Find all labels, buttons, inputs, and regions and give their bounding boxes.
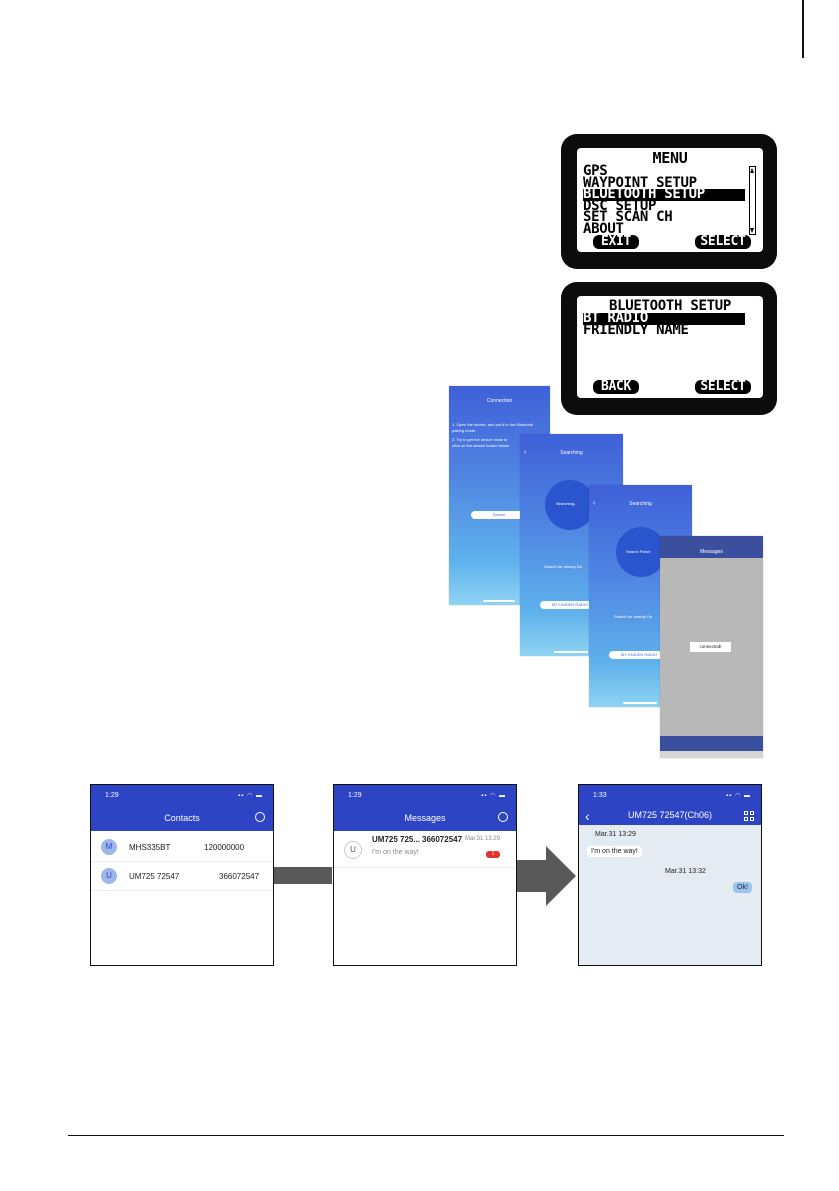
phone-search-hint: Search for nearby De [614, 614, 653, 619]
phone-search-hint: Search for nearby De [544, 564, 583, 569]
avatar: U [344, 841, 362, 859]
home-indicator [554, 651, 588, 653]
flow-arrow-body [272, 867, 332, 884]
signal-wifi-battery-icon: ▪▪ ◠ ▬ [481, 793, 506, 799]
searching-circle-label: Searching... [556, 501, 578, 506]
phone-connection-title: Connection [486, 398, 513, 404]
app-title: Messages [404, 813, 446, 823]
app-header: 1:29 ▪▪ ◠ ▬ Contacts [91, 785, 273, 831]
lcd-exit-button[interactable]: EXIT [593, 235, 639, 249]
lcd-menu-title: MENU [652, 149, 688, 167]
status-time: 1:29 [348, 792, 362, 799]
top-vertical-rule [802, 0, 804, 58]
lcd-menu-screen: MENU GPS WAYPOINT SETUP BLUETOOTH SETUP … [561, 134, 777, 269]
messages-app-screen: 1:29 ▪▪ ◠ ▬ Messages U UM725 725... 3660… [333, 784, 517, 966]
incoming-message-bubble: I'm on the way! [587, 846, 642, 857]
connected-dialog: connected! [690, 642, 731, 652]
lcd-back-button[interactable]: BACK [593, 380, 639, 394]
phone-instruction-line: click on the search button below [452, 443, 509, 448]
lcd-bluetooth-title: BLUETOOTH SETUP [609, 298, 731, 314]
lcd-bluetooth-item-selected[interactable]: BT RADIO [583, 311, 745, 325]
message-thread-row[interactable]: U UM725 725... 366072547 Mar.31 13:29 I'… [334, 831, 516, 868]
phone-messages-connected-screen: Messages connected! [660, 536, 763, 758]
gear-icon[interactable] [255, 812, 265, 822]
phone-messages-title: Messages [700, 549, 723, 555]
home-indicator [623, 702, 657, 704]
signal-wifi-battery-icon: ▪▪ ◠ ▬ [238, 793, 263, 799]
lcd-select-button[interactable]: SELECT [695, 235, 751, 249]
contact-row[interactable]: U UM725 72547 366072547 [91, 862, 273, 891]
lcd-bluetooth-item[interactable]: FRIENDLY NAME [583, 321, 689, 338]
phone-device-button[interactable]: MY UNIDEN RADIO [609, 651, 669, 659]
signal-wifi-battery-icon: ▪▪ ◠ ▬ [726, 793, 751, 799]
avatar: U [101, 868, 117, 884]
lcd-menu-item[interactable]: DSC SETUP [583, 197, 657, 214]
contact-row[interactable]: M MHS335BT 120000000 [91, 833, 273, 862]
back-chevron-icon[interactable]: ‹ [524, 449, 527, 456]
scroll-down-arrow-icon [750, 228, 754, 233]
unread-badge: 1 [486, 851, 500, 858]
home-indicator [483, 600, 515, 602]
flow-arrow-head-icon [546, 846, 576, 906]
phone-device-button[interactable]: MY UNIDEN RADIO [540, 601, 600, 609]
lcd-menu-item[interactable]: SET SCAN CH [583, 209, 673, 226]
phone-instruction-line: 1. Open the device, and put it in the Bl… [452, 422, 534, 427]
app-title: Contacts [164, 813, 200, 823]
contact-name: MHS335BT [129, 843, 171, 852]
phone-instruction-line: pairing mode. [452, 428, 477, 433]
scroll-up-arrow-icon [750, 168, 754, 173]
message-time: Mar.31 13:29 [595, 831, 636, 838]
contacts-app-screen: 1:29 ▪▪ ◠ ▬ Contacts M MHS335BT 12000000… [90, 784, 274, 966]
status-time: 1:33 [593, 792, 607, 799]
status-time: 1:29 [105, 792, 119, 799]
app-header: 1:29 ▪▪ ◠ ▬ Messages [334, 785, 516, 831]
lcd-select-button[interactable]: SELECT [695, 380, 751, 394]
back-chevron-icon[interactable]: ‹ [593, 500, 596, 507]
avatar: M [101, 839, 117, 855]
lcd-scrollbar[interactable] [749, 166, 756, 235]
lcd-menu-item[interactable]: GPS [583, 163, 608, 179]
footer-rule [68, 1135, 784, 1136]
app-title: UM725 72547(Ch06) [627, 810, 713, 820]
gear-icon[interactable] [498, 812, 508, 822]
flow-arrow-body [516, 860, 546, 892]
search-finish-label: Search Finish [626, 549, 651, 554]
contact-number: 120000000 [204, 843, 245, 852]
phone-found-title: Searching [629, 501, 652, 507]
message-time: Mar.31 13:32 [665, 868, 706, 875]
thread-preview: I'm on the way! [372, 849, 419, 856]
search-finish-circle [616, 527, 666, 577]
lcd-bluetooth-screen: BLUETOOTH SETUP BT RADIO FRIENDLY NAME B… [561, 282, 777, 415]
lcd-menu-item[interactable]: ABOUT [583, 221, 624, 237]
phone-tab-bar [660, 736, 763, 751]
thread-number: 366072547 [422, 835, 463, 844]
phone-searching-title: Searching [560, 450, 583, 456]
outgoing-message-bubble: Ok! [733, 882, 752, 893]
phone-instruction-line: 2. Try to get the device close to [452, 437, 508, 442]
grid-icon[interactable] [744, 811, 754, 821]
lcd-menu-item[interactable]: WAYPOINT SETUP [583, 174, 697, 191]
app-header: 1:33 ▪▪ ◠ ▬ ‹ UM725 72547(Ch06) [579, 785, 761, 825]
thread-date: Mar.31 13:29 [465, 836, 501, 842]
searching-circle [545, 480, 595, 530]
phone-header [660, 536, 763, 558]
back-chevron-icon[interactable]: ‹ [585, 808, 590, 824]
phone-bottom [660, 751, 763, 758]
chat-app-screen: 1:33 ▪▪ ◠ ▬ ‹ UM725 72547(Ch06) Mar.31 1… [578, 784, 762, 966]
contact-name: UM725 72547 [129, 872, 180, 881]
lcd-menu-item-selected[interactable]: BLUETOOTH SETUP [583, 187, 745, 201]
thread-name: UM725 725... [372, 835, 421, 844]
phone-search-button[interactable]: Search [471, 511, 527, 519]
contact-number: 366072547 [219, 872, 260, 881]
